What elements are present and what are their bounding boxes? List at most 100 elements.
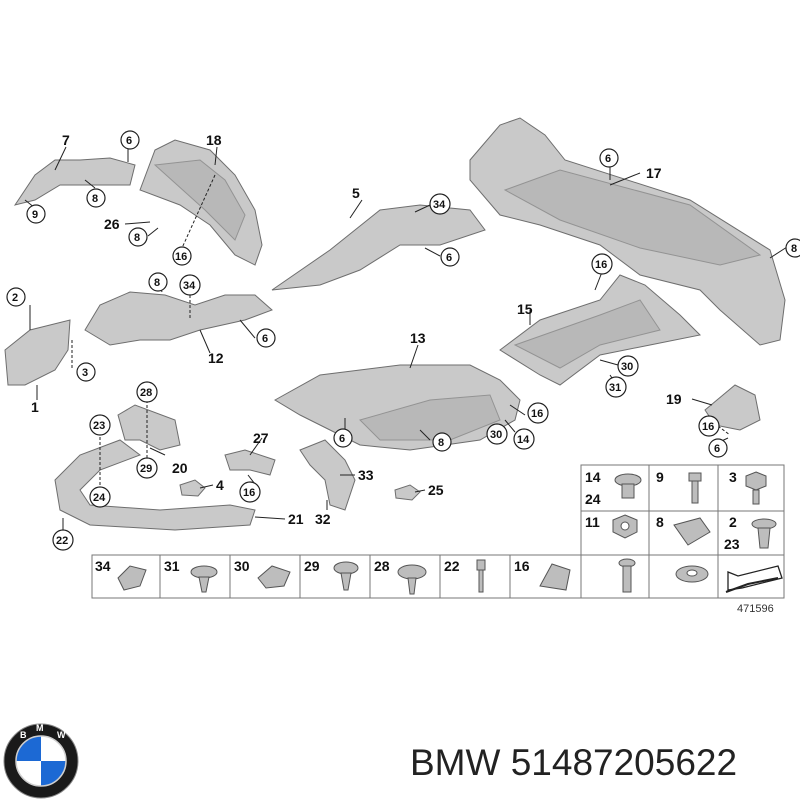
strip-label-30: 30 (234, 558, 250, 574)
callout-29: 29 (140, 463, 152, 475)
fastener-grid-right: 14 24 9 3 11 8 2 23 (580, 464, 785, 599)
callout-4: 4 (216, 477, 224, 493)
callout-32: 32 (315, 511, 331, 527)
rivet-washer-icon (397, 564, 427, 595)
svg-text:M: M (36, 723, 44, 733)
callout-30-a: 30 (621, 361, 633, 373)
grid-label-9: 9 (656, 469, 664, 485)
callout-18: 18 (206, 132, 222, 148)
stud-bolt-icon (476, 559, 486, 593)
strip-label-34: 34 (95, 558, 111, 574)
callout-20: 20 (172, 460, 188, 476)
circled-callouts: 6 8 9 8 16 34 6 6 8 16 30 31 2 3 8 34 6 … (6, 130, 800, 551)
callout-16-c: 16 (531, 408, 543, 420)
callout-21: 21 (288, 511, 304, 527)
callout-12: 12 (208, 350, 224, 366)
hex-screw-icon (745, 471, 767, 505)
callout-labels: 7 18 26 5 17 15 13 12 1 19 27 20 4 33 25… (31, 132, 682, 527)
callout-34-b: 34 (183, 280, 196, 292)
clip-icon (117, 565, 147, 591)
callout-3: 3 (82, 367, 88, 379)
callout-2: 2 (12, 292, 18, 304)
grid-label-3: 3 (729, 469, 737, 485)
push-rivet-icon (333, 561, 359, 591)
screw-icon (618, 558, 636, 593)
grid-label-11: 11 (585, 514, 600, 530)
callout-7: 7 (62, 132, 70, 148)
clip-nut-icon (614, 473, 642, 499)
callout-22: 22 (56, 535, 68, 547)
double-clip-icon (257, 565, 291, 589)
part-18-wheel-liner (139, 139, 263, 266)
callout-6-a: 6 (126, 135, 132, 147)
callout-15: 15 (517, 301, 533, 317)
callout-8-a: 8 (92, 193, 98, 205)
part-number: 51487205622 (510, 742, 738, 783)
part-20-bracket (117, 404, 181, 451)
callout-16-b: 16 (595, 259, 607, 271)
callout-6-d: 6 (262, 333, 268, 345)
callout-28: 28 (140, 387, 152, 399)
washer-nut-icon (675, 565, 709, 583)
grid-label-14: 14 (585, 469, 601, 485)
callout-8-b: 8 (134, 232, 140, 244)
callout-27: 27 (253, 430, 269, 446)
spring-clip-icon (673, 517, 711, 546)
expanding-rivet-icon (751, 518, 777, 549)
part-15-heat-shield (499, 274, 702, 386)
callout-31: 31 (609, 382, 621, 394)
part-25-bracket (394, 484, 421, 501)
fastener-strip: 34 31 30 29 28 22 16 471596 (91, 554, 774, 615)
callout-34-a: 34 (433, 199, 446, 211)
callout-9: 9 (32, 209, 38, 221)
part-17-shield (469, 117, 786, 346)
grid-label-23: 23 (724, 536, 740, 552)
grid-label-24: 24 (585, 491, 601, 507)
callout-16-d: 16 (702, 421, 714, 433)
strip-label-22: 22 (444, 558, 460, 574)
leader-lines (24, 146, 788, 532)
part-12-shield (84, 291, 273, 346)
strip-label-31: 31 (164, 558, 180, 574)
callout-19: 19 (666, 391, 682, 407)
callout-14: 14 (517, 434, 530, 446)
part-5-shield (271, 204, 486, 291)
svg-text:W: W (57, 730, 66, 740)
part-4-bracket (179, 479, 206, 497)
callout-33: 33 (358, 467, 374, 483)
brand-name: BMW (410, 742, 501, 783)
callout-8-d: 8 (154, 277, 160, 289)
nut-icon (612, 514, 638, 539)
grid-label-2: 2 (729, 514, 737, 530)
callout-16-e: 16 (243, 487, 255, 499)
reference-number: 471596 (737, 603, 774, 615)
callout-5: 5 (352, 185, 360, 201)
part-7-shield (13, 157, 136, 206)
part-32-bracket (299, 439, 356, 511)
callout-6-e: 6 (339, 433, 345, 445)
callout-6-b: 6 (446, 252, 452, 264)
callout-8-c: 8 (791, 243, 797, 255)
callout-26: 26 (104, 216, 120, 232)
callout-6-c: 6 (605, 153, 611, 165)
callout-1: 1 (31, 399, 39, 415)
part-21-bracket (54, 439, 256, 531)
callout-24: 24 (93, 492, 106, 504)
callout-6-f: 6 (714, 443, 720, 455)
strip-label-16: 16 (514, 558, 530, 574)
part-27-bracket (224, 449, 276, 476)
callout-23: 23 (93, 420, 105, 432)
bmw-logo-icon: B M W (3, 723, 79, 799)
direction-arrow-icon (725, 565, 783, 593)
push-rivet-icon (190, 565, 218, 593)
callout-30-b: 30 (490, 429, 502, 441)
part-1-panel (4, 319, 71, 386)
strip-label-29: 29 (304, 558, 320, 574)
grid-label-8: 8 (656, 514, 664, 530)
callout-16-a: 16 (175, 251, 187, 263)
part-caption: BMW 51487205622 (410, 742, 737, 784)
callout-8-e: 8 (438, 437, 444, 449)
callout-25: 25 (428, 482, 444, 498)
strip-label-28: 28 (374, 558, 390, 574)
